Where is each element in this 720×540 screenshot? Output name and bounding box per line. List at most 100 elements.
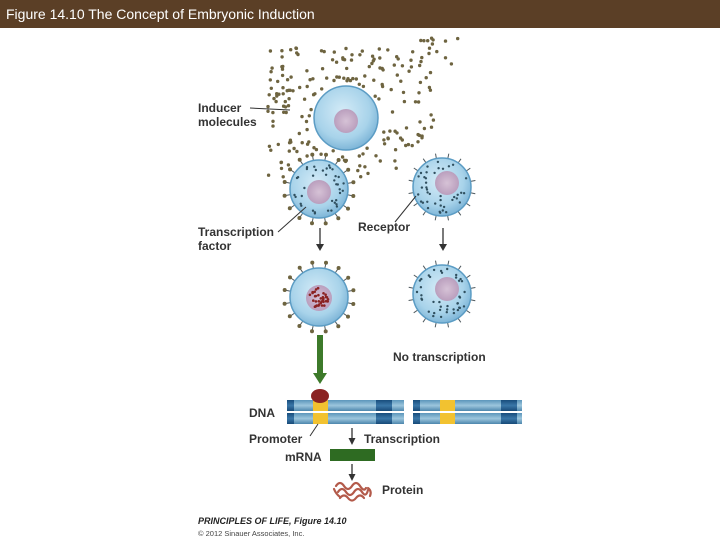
receptor [422,265,427,271]
inducer-molecule [304,119,309,124]
transcription-factor-dots [293,164,345,215]
receptor [447,322,449,328]
transcription-factor [458,295,461,298]
transcription-factor [442,205,446,209]
bound-inducer [336,324,341,329]
transcription-factor [294,195,297,199]
receptor [413,202,419,207]
transcription-factor [456,193,459,196]
transcription-factor [432,314,435,318]
label-protein: Protein [382,483,423,497]
receptor [435,153,437,159]
transcription-factor [328,164,331,167]
transcription-factor [456,308,460,312]
transcription-factor [455,273,458,277]
transcription-factor [300,204,303,207]
nuclear-transcription-factor [317,293,320,297]
inducer-molecule [422,39,426,43]
bound-inducer [346,167,351,172]
inducer-molecule [435,49,439,54]
receptor [447,153,450,159]
inducer-molecule [281,175,285,179]
transcription-arrow [348,428,356,445]
receptor [447,215,449,221]
inducer-molecule [395,73,399,77]
inducer-molecule [276,142,280,147]
receptor [470,180,476,182]
promoter-region [440,400,455,411]
inducer-molecule [300,114,304,119]
nuclear-transcription-factor [317,300,321,303]
inducer-molecule [378,159,382,163]
inducer-molecule [271,119,275,124]
transcription-factor [457,279,461,282]
promoter-region [313,400,328,411]
nuclear-transcription-factor [323,304,326,307]
nucleus [435,171,459,195]
transcription-factor [305,166,309,169]
inducer-molecule [350,53,354,57]
transcription-factor [427,310,430,313]
inducer-molecule [268,49,273,53]
inducer-molecule [289,75,293,79]
inducer-molecule [413,100,418,104]
inducer-molecule [268,78,272,82]
inducer-molecule [286,104,291,108]
inducer-molecule [372,78,376,82]
protein-squiggle [332,481,372,502]
inducer-molecule [269,148,273,152]
transcription-factor [446,308,449,311]
inducer-molecule [377,97,381,101]
inducer-molecule [344,158,348,163]
inducer-molecule [411,50,415,54]
inducer-molecule [294,46,299,51]
nuclear-transcription-factor [316,286,320,290]
inducer-molecule [393,129,397,133]
inducer-molecule [269,70,273,74]
inducer-molecule [309,107,313,112]
inducer-molecule [292,146,296,151]
inducer-molecule [416,132,420,137]
transcription-factor [439,194,442,198]
transcription-factor [458,201,461,204]
transcription-factor [426,165,429,168]
inducer-molecule [424,76,428,80]
inducer-molecule [422,126,427,131]
inducer-molecule [305,69,309,73]
inducer-molecule [319,49,324,53]
transcription-factor [455,197,458,200]
nuclear-transcription-factor [313,290,317,294]
transcription-factor [314,168,317,172]
nucleus [334,109,358,133]
transcription-factor [325,167,328,170]
transcription-factor [434,202,437,205]
receptor [465,309,471,314]
transcription-factor [439,269,443,273]
nuclear-transcription-factor [324,293,327,297]
inducer-molecule [269,86,273,91]
transcription-factor [330,199,334,203]
bound-inducer [287,314,292,319]
transcription-factor [420,298,424,301]
transcription-factor [439,315,443,319]
inducer-molecule [281,86,285,90]
transcription-factor [426,206,430,210]
transcription-factor [311,174,315,177]
credit-copyright: © 2012 Sinauer Associates, Inc. [198,529,304,538]
inducer-molecule [274,99,278,104]
nucleus [435,277,459,301]
inducer-molecule [367,64,371,69]
transcription-factor [338,188,341,191]
transcription-factor [299,202,302,205]
receptor [470,299,476,302]
transcription-factor [415,290,419,294]
inducer-molecule [382,138,386,142]
inducer-molecule [400,64,405,68]
inducer-molecule [428,70,433,75]
inducer-molecule [305,84,309,89]
transcription-factor [321,169,325,172]
receptor [465,167,471,172]
transcription-factor-dots [415,267,466,319]
transcription-factor [311,209,315,212]
bound-inducer [282,193,287,198]
